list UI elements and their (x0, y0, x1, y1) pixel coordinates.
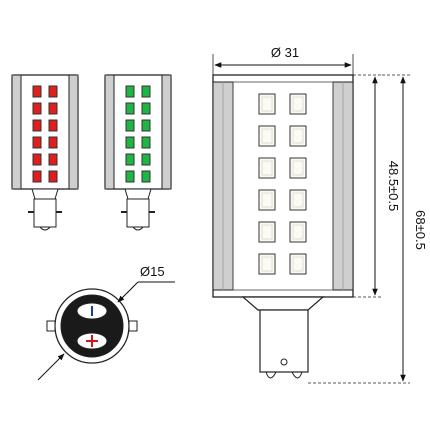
red-led-chip (48, 136, 58, 149)
red-led-chip (48, 85, 58, 98)
base-diameter-label: Ø15 (140, 264, 165, 279)
green-bulb-body (104, 74, 172, 190)
body-height-dimension-label: 48.5±0.5 (386, 161, 401, 212)
red-bulb-contact (39, 226, 51, 231)
white-led-chip (289, 253, 307, 275)
white-led-chip (258, 157, 276, 179)
green-bulb-left-fin (104, 74, 115, 190)
red-led-chip (32, 136, 42, 149)
white-bulb-contact-right (291, 371, 303, 379)
white-led-chip-inner (261, 128, 273, 144)
white-led-chip-inner (261, 256, 273, 272)
green-bulb-contact (132, 226, 144, 231)
white-led-chip-inner (292, 256, 304, 272)
green-led-chip (125, 119, 135, 132)
white-led-chip-inner (292, 192, 304, 208)
white-led-chip-inner (261, 192, 273, 208)
white-led-chip-inner (292, 128, 304, 144)
white-led-chip (258, 189, 276, 211)
green-led-chip (141, 85, 151, 98)
white-led-chip (289, 221, 307, 243)
red-led-chip (48, 153, 58, 166)
base-right-pin (128, 320, 138, 332)
red-led-chip (32, 119, 42, 132)
red-bulb-body (11, 74, 79, 190)
base-contact-disc (60, 294, 124, 358)
white-led-chip-inner (261, 160, 273, 176)
green-bulb-right-fin (161, 74, 172, 190)
red-bulb-base (33, 198, 57, 228)
red-bulb-neck (31, 188, 59, 200)
red-bulb-right-fin (68, 74, 79, 190)
red-led-chip (48, 119, 58, 132)
white-led-chip (289, 93, 307, 115)
red-led-chip (48, 170, 58, 183)
white-led-chip (289, 157, 307, 179)
white-bulb-contact-left (265, 371, 277, 379)
white-led-chip-inner (261, 96, 273, 112)
green-led-chip (125, 85, 135, 98)
red-led-chip (48, 102, 58, 115)
white-led-chip-inner (292, 224, 304, 240)
total-height-dimension-label: 68±0.5 (413, 210, 428, 250)
green-led-chip (141, 119, 151, 132)
white-led-chip (258, 221, 276, 243)
base-left-pin (46, 320, 56, 332)
green-led-chip (125, 102, 135, 115)
green-bulb-base (126, 198, 150, 228)
green-led-chip (125, 153, 135, 166)
red-led-chip (32, 102, 42, 115)
base-bottom-view (46, 288, 138, 364)
red-led-array (32, 85, 58, 183)
green-bulb-neck (124, 188, 152, 200)
body-height-dimension: 48.5±0.5 (353, 74, 401, 298)
green-led-array (125, 85, 151, 183)
red-led-chip (32, 153, 42, 166)
width-dimension-label: Ø 31 (271, 45, 299, 60)
green-led-chip (141, 136, 151, 149)
base-diameter-dimension: Ø15 (37, 264, 175, 381)
total-height-dimension: 68±0.5 (308, 74, 428, 384)
red-led-bulb (11, 74, 79, 231)
green-led-chip (125, 170, 135, 183)
red-led-chip (32, 170, 42, 183)
white-led-chip (289, 125, 307, 147)
green-led-chip (141, 102, 151, 115)
green-led-chip (141, 170, 151, 183)
white-led-chip-inner (292, 96, 304, 112)
white-led-chip (258, 253, 276, 275)
white-bulb-body (212, 74, 354, 298)
white-led-chip-inner (261, 224, 273, 240)
red-led-chip (32, 85, 42, 98)
white-led-chip (258, 125, 276, 147)
white-led-bulb (212, 74, 354, 379)
white-led-chip (258, 93, 276, 115)
white-bulb-bayonet-pin (280, 358, 288, 366)
white-led-chip-inner (292, 160, 304, 176)
green-led-chip (141, 153, 151, 166)
green-led-chip (125, 136, 135, 149)
white-led-array (258, 93, 307, 275)
red-bulb-left-fin (11, 74, 22, 190)
white-bulb-neck (241, 296, 325, 311)
width-dimension: Ø 31 (212, 45, 354, 75)
white-led-chip (289, 189, 307, 211)
green-led-bulb (104, 74, 172, 231)
